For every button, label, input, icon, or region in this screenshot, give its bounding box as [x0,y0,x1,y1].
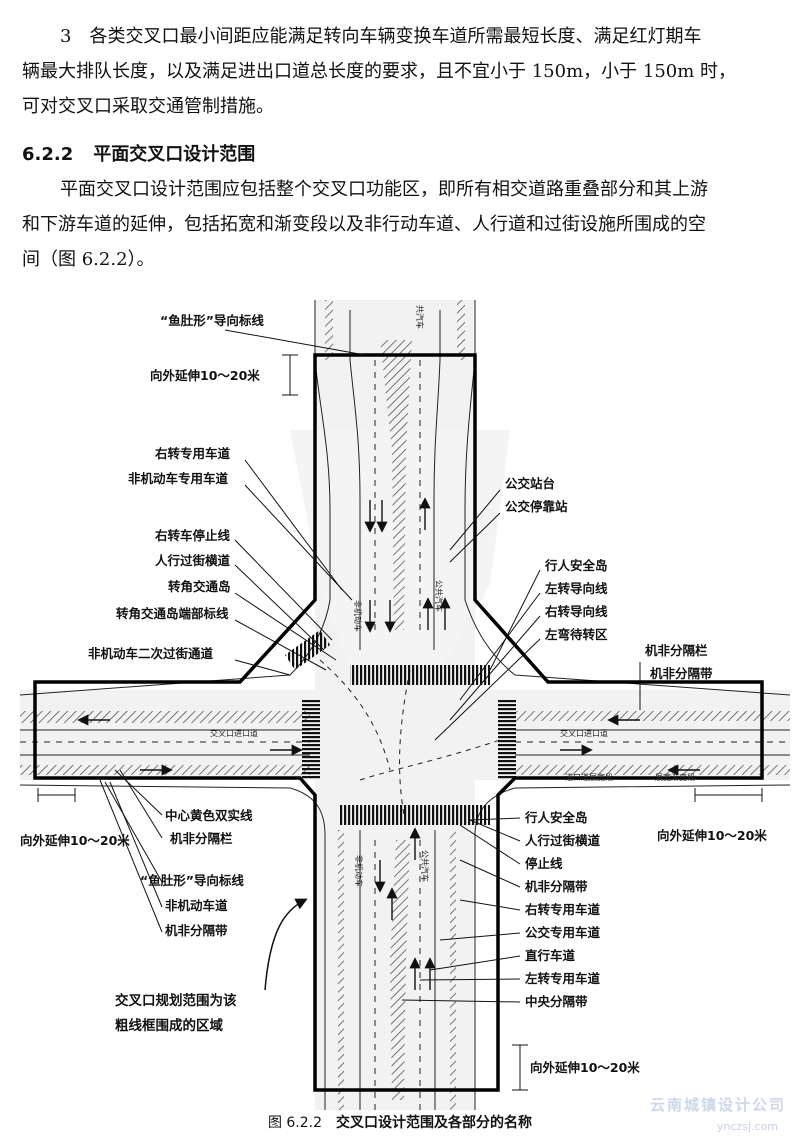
section-number: 6.2.2 [22,144,74,165]
right-lane-label: 右转专用车道 [524,902,601,917]
bus-stop-label: 公交停靠站 [505,499,568,514]
figure-number: 图 6.2.2 [267,1115,323,1131]
extend-label: 向外延伸10～20米 [20,833,130,848]
intersection-diagram: 公共汽车 共汽车 公共汽车 非机动车 非机动车 交叉口进口道 交叉口进口道 进口… [20,300,790,1110]
corner-island-end-label: 转角交通岛端部标线 [116,606,229,621]
bus-lane-text: 公共汽车 [434,580,444,612]
callout-line: 粗线框围成的区域 [115,1017,223,1034]
nonmotor-lane-text: 非机动车 [354,855,364,887]
straight-lane-label: 直行车道 [525,948,576,963]
fishbelly-label: “鱼肚形”导向标线 [160,313,264,328]
paragraph-line: 平面交叉口设计范围应包括整个交叉口功能区，即所有相交道路重叠部分和其上游 [60,179,708,200]
approach-text: 交叉口进口道 [210,728,258,738]
bus-lane-text: 共汽车 [415,305,425,329]
right-guide-label: 右转导向线 [544,604,608,619]
extend-right-label: 向外延伸10～20米 [657,828,767,843]
section-heading: 6.2.2 平面交叉口设计范围 [22,140,255,166]
paragraph-line: 可对交叉口采取交通管制措施。 [22,96,274,117]
paragraph-line: 和下游车道的延伸，包括拓宽和渐变段以及非行动车道、人行道和过街设施所围成的空 [22,214,706,235]
left-lane-label: 左转专用车道 [524,971,601,986]
length-text: 展宽渐变段 [655,772,695,782]
section-title: 平面交叉口设计范围 [93,144,256,165]
dimension-markers [37,354,763,1091]
figure-caption: 图 6.2.2 交叉口设计范围及各部分的名称 [0,1112,800,1132]
paragraph-line: 间（图 6.2.2）。 [22,249,155,270]
corner-island-label: 转角交通岛 [168,579,231,594]
ped-island-label: 行人安全岛 [544,558,608,573]
road-edges [20,300,790,1110]
watermark: 云南城镇设计公司 [649,1096,786,1114]
figure-title: 交叉口设计范围及各部分的名称 [336,1115,533,1131]
bus-lane-label: 公交专用车道 [525,925,601,940]
planning-callout: 交叉口规划范围为该 粗线框围成的区域 [115,992,237,1034]
fishbelly-label: “鱼肚形”导向标线 [140,873,244,888]
nonmotor-label: 非机动车道 [165,898,228,913]
left-wait-label: 左弯待转区 [544,627,608,642]
bus-lane-text: 公共汽车 [420,850,430,882]
labels-left-bottom: 中心黄色双实线 机非分隔栏 向外延伸10～20米 “鱼肚形”导向标线 非机动车道… [20,808,253,938]
paragraph-line: 3 各类交叉口最小间距应能满足转向车辆变换车道所需最短长度、满足红灯期车 [60,26,702,47]
belt-label: 机非分隔带 [165,923,228,938]
extend-label: 向外延伸10～20米 [150,368,260,383]
belt-label: 机非分隔带 [650,666,713,681]
right-stop-label: 右转车停止线 [154,528,231,543]
yellow-line-label: 中心黄色双实线 [165,808,253,823]
road-small-text: 公共汽车 共汽车 公共汽车 非机动车 非机动车 交叉口进口道 交叉口进口道 进口… [210,305,695,887]
nonmotor-lane-label: 非机动车专用车道 [128,471,229,486]
right-turn-lane-label: 右转专用车道 [154,446,231,461]
lane-arrows [77,497,700,990]
labels-left-top: “鱼肚形”导向标线 向外延伸10～20米 右转专用车道 非机动车专用车道 右转车… [88,313,264,661]
approach-text: 交叉口进口道 [560,728,608,738]
left-guide-label: 左转导向线 [544,581,608,596]
length-text: 进口道展宽段 [565,772,613,782]
nonmotor-lane-text: 非机动车 [353,600,363,632]
stop-line-label: 停止线 [525,856,563,871]
fence-label: 机非分隔栏 [645,643,708,658]
labels-right-top: 公交站台 公交停靠站 行人安全岛 左转导向线 右转导向线 左弯待转区 机非分隔栏… [505,476,713,681]
labels-right-bottom: 行人安全岛 人行过街横道 停止线 机非分隔带 右转专用车道 公交专用车道 直行车… [524,810,767,1075]
ped-island-label: 行人安全岛 [524,810,588,825]
paragraph-line: 辆最大排队长度，以及满足进出口道总长度的要求，且不宜小于 150m，小于 150… [22,61,737,82]
belt-label: 机非分隔带 [525,879,588,894]
nonmotor-second-label: 非机动车二次过街通道 [88,646,214,661]
crosswalks [285,630,516,825]
crosswalk-label: 人行过街横道 [525,833,601,848]
fence-label: 机非分隔栏 [170,831,233,846]
leader-lines [99,329,641,1003]
crosswalk-label: 人行过街横道 [155,553,231,568]
median-label: 中央分隔带 [525,994,588,1009]
bus-station-label: 公交站台 [505,476,555,491]
watermark-site: ynczsj.com [716,1120,778,1133]
extend-bottom-label: 向外延伸10～20米 [530,1060,640,1075]
callout-line: 交叉口规划范围为该 [115,992,237,1009]
